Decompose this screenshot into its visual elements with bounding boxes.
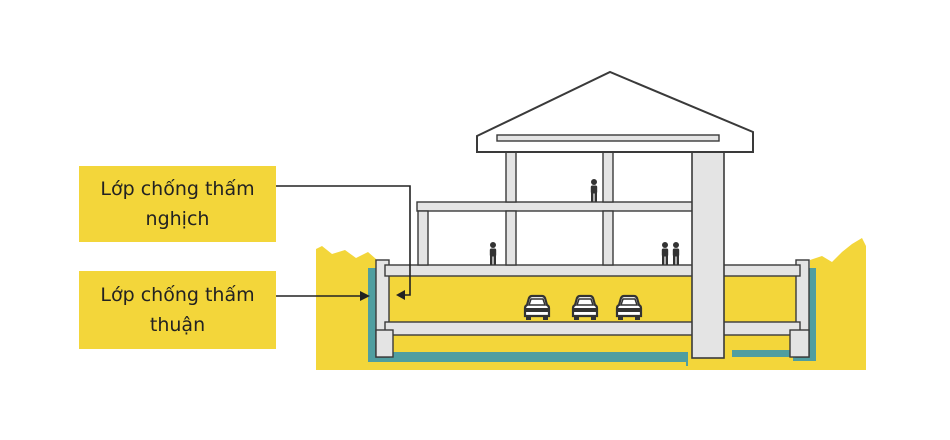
car-icon (615, 294, 643, 322)
roof (476, 70, 754, 153)
positive-side-arrowhead (360, 291, 370, 301)
negative-side-arrowhead (396, 290, 405, 300)
negative-side-waterproofing-label: Lớp chống thấm nghịch (79, 166, 276, 242)
person-icon (672, 242, 680, 265)
basement-floor-slab (384, 321, 801, 336)
person-icon (489, 242, 497, 265)
column-right-ground (602, 210, 614, 266)
car-icon (571, 294, 599, 322)
roof-beam (496, 134, 720, 142)
column-mid-ground (505, 210, 517, 266)
waterproofing-membrane (368, 268, 816, 366)
label-line-2: thuận (149, 314, 206, 336)
label-line-2: nghịch (145, 208, 210, 230)
label-line-1: Lớp chống thấm (100, 178, 255, 200)
left-footing (375, 329, 394, 358)
upper-floor-slab (416, 201, 696, 212)
person-icon (661, 242, 669, 265)
negative-side-leader-line (276, 185, 411, 296)
column-mid-upper (505, 149, 517, 203)
car-icon (523, 294, 551, 322)
central-core-column (691, 147, 725, 359)
person-icon (590, 179, 598, 202)
label-line-1: Lớp chống thấm (100, 284, 255, 306)
column-right-upper (602, 149, 614, 203)
column-left-ground (417, 210, 429, 266)
positive-side-waterproofing-label: Lớp chống thấm thuận (79, 271, 276, 349)
right-footing (789, 329, 810, 358)
ground-floor-slab (384, 264, 801, 277)
